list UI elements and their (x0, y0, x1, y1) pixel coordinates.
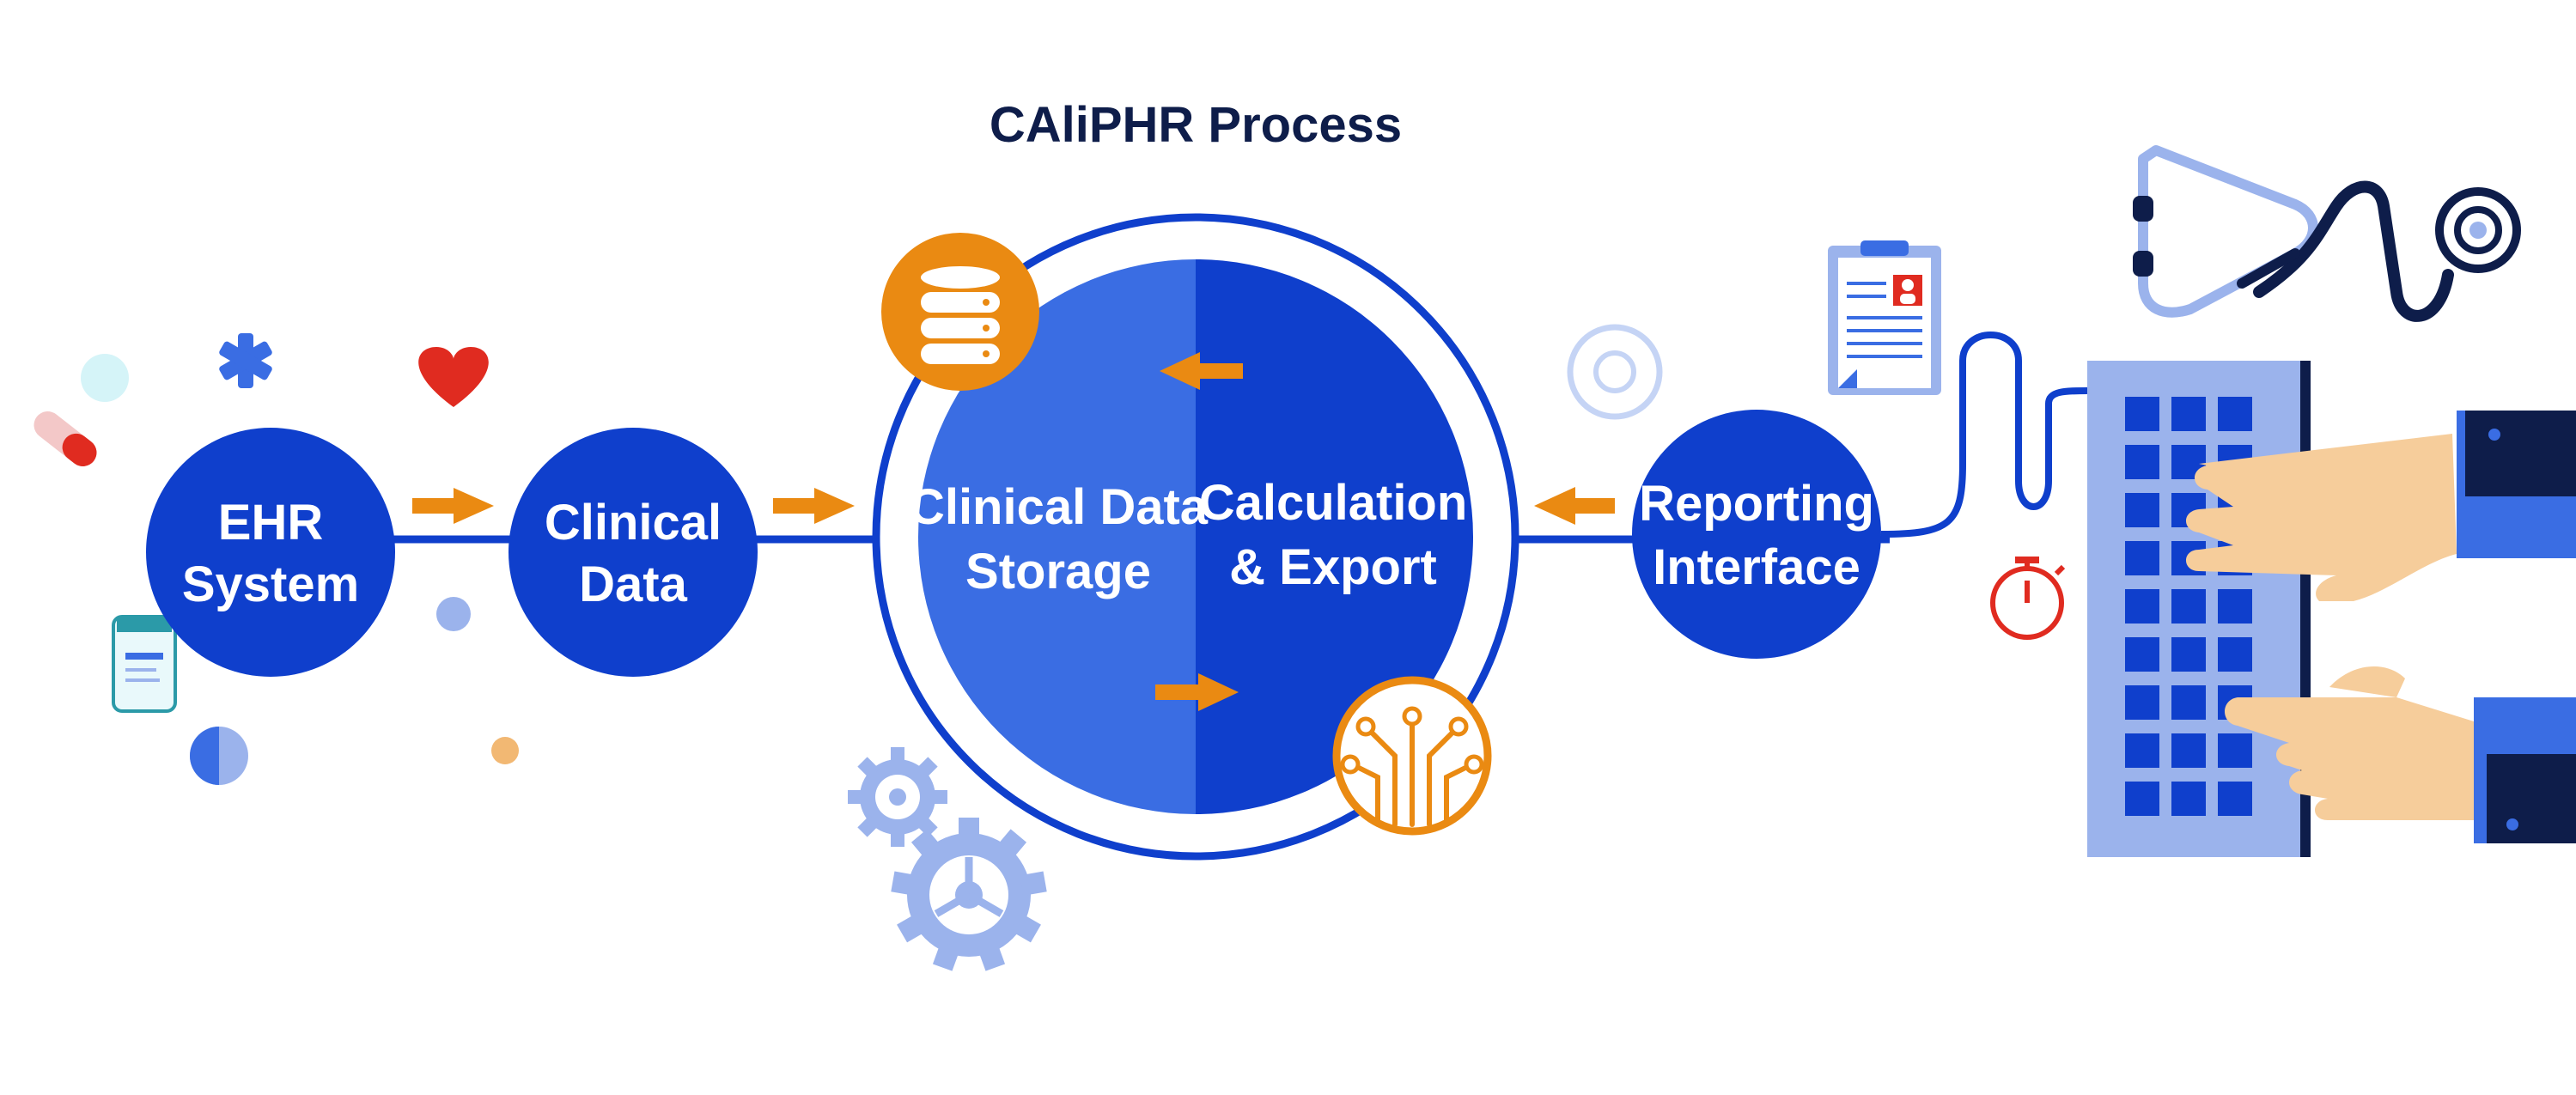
keyboard-key (2218, 637, 2252, 672)
hand-icon-bottom (2225, 666, 2576, 843)
keyboard-key (2218, 733, 2252, 768)
node-reporting-interface: Reporting Interface (1632, 410, 1881, 659)
reporting-label-line2: Interface (1653, 539, 1860, 595)
heart-icon (418, 347, 489, 407)
circuit-icon (1332, 676, 1492, 836)
keyboard-key (2171, 637, 2206, 672)
keyboard-key (2125, 685, 2159, 720)
keyboard-icon (2087, 361, 2311, 857)
cable-line (1880, 332, 2088, 538)
keyboard-key (2171, 685, 2206, 720)
clipboard-report-icon (1828, 240, 1941, 395)
keyboard-key (2125, 445, 2159, 479)
arrow-storage-to-calc (1155, 673, 1239, 711)
keyboard-key (2171, 589, 2206, 624)
decor-dot-blue (436, 597, 471, 631)
clinical-label-line1: Clinical (545, 495, 722, 551)
keyboard-key (2171, 733, 2206, 768)
calc-label-line2: & Export (1229, 539, 1437, 595)
ehr-label-line1: EHR (218, 495, 323, 551)
clinical-label-line2: Data (579, 557, 687, 612)
keyboard-key (2125, 637, 2159, 672)
medicine-bottle-icon (112, 615, 177, 713)
reporting-label-line1: Reporting (1639, 476, 1874, 532)
keyboard-key (2218, 397, 2252, 431)
node-clinical-data: Clinical Data (509, 428, 758, 677)
arrow-reporting-to-calc (1534, 487, 1615, 525)
keyboard-key (2125, 493, 2159, 527)
storage-label-line1: Clinical Data (909, 479, 1209, 535)
keyboard-key (2171, 782, 2206, 816)
diagram-title: CAliPHR Process (990, 97, 1402, 153)
arrow-calc-to-storage (1160, 352, 1243, 390)
half-pill-icon (190, 727, 248, 785)
central-split-circle (918, 259, 1473, 814)
keyboard-key (2125, 541, 2159, 575)
pill-capsule-icon (33, 411, 97, 467)
stopwatch-icon (1990, 557, 2066, 640)
keyboard-key (2218, 782, 2252, 816)
target-rings-icon (1567, 324, 1663, 420)
arrow-ehr-to-clinical (412, 488, 494, 524)
node-ehr-system: EHR System (146, 428, 395, 677)
decor-dot-cyan (81, 354, 129, 402)
keyboard-key (2125, 733, 2159, 768)
keyboard-key (2218, 589, 2252, 624)
ehr-label-line2: System (182, 557, 359, 612)
calc-label-line1: Calculation (1199, 475, 1468, 531)
gear-icon-small (848, 747, 947, 847)
keyboard-key (2125, 397, 2159, 431)
database-icon (881, 233, 1039, 391)
keyboard-key (2125, 782, 2159, 816)
arrow-clinical-to-storage (773, 488, 855, 524)
gear-icon-large (891, 818, 1047, 971)
hand-icon-top (2186, 411, 2576, 601)
medical-star-icon (219, 333, 272, 388)
keyboard-key (2171, 397, 2206, 431)
keyboard-key (2125, 589, 2159, 624)
storage-label-line2: Storage (965, 544, 1151, 599)
stethoscope-icon (2133, 145, 2521, 322)
decor-dot-orange (491, 737, 519, 764)
